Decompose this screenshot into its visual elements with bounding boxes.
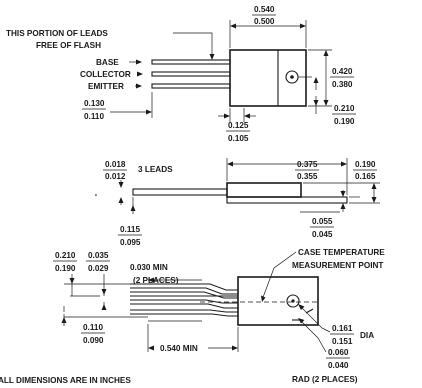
side-lead [132, 188, 228, 196]
corner-rad-min: 0.040 [328, 361, 349, 370]
lead-flash-note-line2: FREE OF FLASH [36, 41, 101, 50]
case-temp-line2: MEASUREMENT POINT [292, 261, 383, 270]
metal-tab-side [226, 196, 348, 204]
body-thickness-min: 0.165 [355, 172, 376, 181]
collector-label: COLLECTOR [80, 70, 131, 79]
top-width-min: 0.500 [254, 17, 275, 26]
package-body-top [229, 49, 307, 107]
package-body-bottom [237, 276, 319, 326]
dia-label: DIA [360, 331, 374, 340]
body-thickness-max: 0.190 [355, 160, 376, 169]
collector-lead [151, 71, 231, 77]
body-length-min: 0.355 [297, 172, 318, 181]
lead-thickness-max: 0.018 [105, 160, 126, 169]
bottom-dim-b-max: 0.035 [88, 251, 109, 260]
corner-rad-max: 0.060 [328, 348, 349, 357]
step-width-min: 0.105 [228, 134, 249, 143]
case-temp-line1: CASE TEMPERATURE [298, 248, 385, 257]
bottom-view: 0.210 0.190 0.035 0.029 0.030 MIN (2 PLA… [0, 248, 385, 385]
emitter-label: EMITTER [88, 82, 124, 91]
side-view: 0.018 0.012 3 LEADS ' 0.375 0.355 0.190 … [95, 158, 380, 247]
min-note-line2: (2 PLACES) [133, 276, 179, 285]
hole-pos-min: 0.190 [334, 117, 355, 126]
bottom-dim-a-min: 0.190 [55, 264, 76, 273]
lead-pitch-min: 0.110 [84, 112, 104, 121]
bottom-dim-b-min: 0.029 [88, 264, 109, 273]
min-note-line1: 0.030 MIN [130, 263, 168, 272]
tab-thickness-max: 0.055 [312, 217, 333, 226]
hole-dia-max: 0.161 [332, 324, 353, 333]
lead-flash-leader [173, 32, 213, 58]
top-width-max: 0.540 [254, 5, 275, 14]
rad-two-places-label: RAD (2 PLACES) [292, 375, 358, 384]
lead-thickness-min: 0.012 [105, 172, 126, 181]
lead-min-length: 0.540 MIN [160, 344, 198, 353]
top-height-min: 0.380 [332, 80, 353, 89]
hole-pos-max: 0.210 [334, 104, 355, 113]
base-lead [151, 59, 231, 65]
units-note: ALL DIMENSIONS ARE IN INCHES [0, 376, 131, 385]
lead-flash-note-line1: THIS PORTION OF LEADS [6, 29, 108, 38]
bottom-dim-a-max: 0.210 [55, 251, 76, 260]
side-tick-mark: ' [95, 193, 97, 202]
body-length-max: 0.375 [297, 160, 318, 169]
lead-offset-min: 0.095 [120, 238, 141, 247]
top-view: THIS PORTION OF LEADS FREE OF FLASH BASE… [6, 5, 356, 143]
bottom-dim-c-min: 0.090 [83, 336, 104, 345]
three-leads-label: 3 LEADS [138, 165, 173, 174]
tab-thickness-min: 0.045 [312, 230, 333, 239]
mounting-hole-bottom [286, 294, 300, 308]
step-width-max: 0.125 [228, 121, 249, 130]
hole-dia-min: 0.151 [332, 337, 353, 346]
base-label: BASE [96, 58, 119, 67]
lead-offset-max: 0.115 [120, 225, 140, 234]
emitter-lead [151, 83, 231, 89]
lead-pitch-max: 0.130 [84, 99, 105, 108]
bottom-dim-c-max: 0.110 [83, 323, 103, 332]
top-height-max: 0.420 [332, 67, 353, 76]
package-body-side [226, 182, 302, 198]
